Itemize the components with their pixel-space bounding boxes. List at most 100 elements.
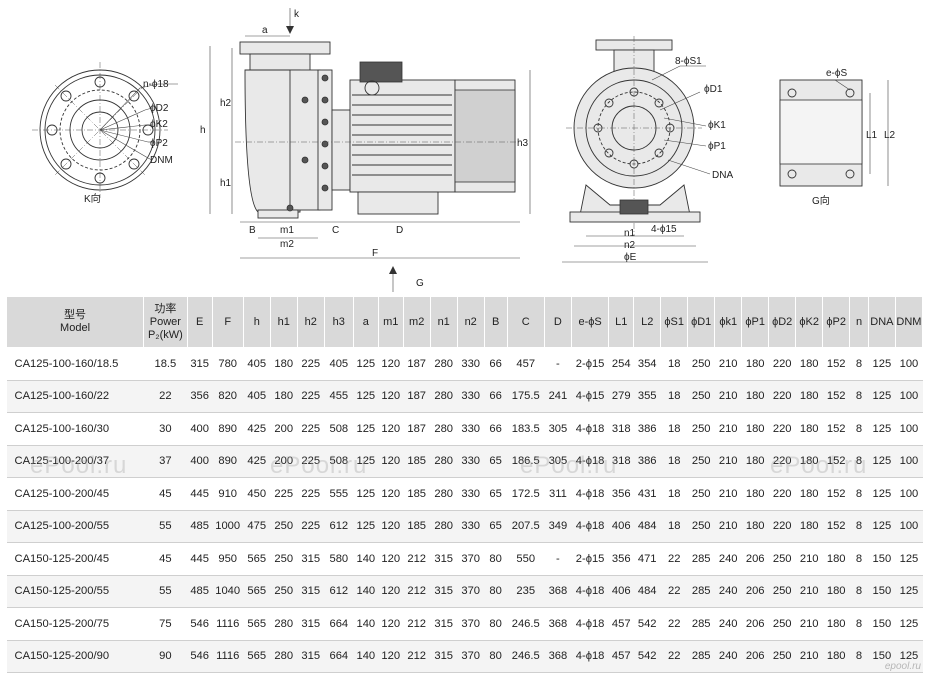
table-cell: 508 (324, 445, 354, 478)
label-phi-k1: ϕK1 (708, 120, 726, 131)
table-cell: 225 (270, 477, 298, 511)
table-cell: 425 (243, 412, 271, 446)
table-cell: 356 (608, 477, 634, 511)
table-cell: 664 (324, 640, 354, 673)
table-cell: 305 (544, 412, 572, 446)
table-cell: 890 (212, 412, 244, 446)
table-cell: 100 (895, 510, 923, 543)
table-cell: 120 (378, 347, 404, 381)
column-header: ϕP2 (822, 296, 851, 348)
table-cell: 140 (353, 640, 379, 673)
column-header-text: 功率 (154, 302, 177, 315)
table-cell: 354 (633, 347, 661, 381)
table-cell: 220 (768, 347, 796, 381)
table-cell: 220 (768, 380, 796, 413)
table-cell: 508 (324, 412, 354, 446)
column-header: E (186, 296, 213, 348)
table-cell: 280 (430, 412, 458, 446)
column-header-text: e-ϕS (578, 315, 602, 328)
table-cell: 1000 (212, 510, 244, 543)
table-cell: 250 (768, 542, 796, 576)
table-cell: 457 (608, 607, 634, 641)
label-dnm: DNM (150, 155, 173, 166)
table-cell: 22 (660, 575, 688, 608)
column-header: L1 (608, 296, 635, 348)
table-cell: 120 (378, 510, 404, 543)
table-cell: 910 (212, 477, 244, 511)
table-cell: 285 (687, 575, 715, 608)
column-header: n (849, 296, 869, 348)
table-cell: 125 (353, 445, 379, 478)
table-cell: 152 (822, 477, 850, 511)
table-cell: 75 (143, 607, 188, 641)
table-cell: 37 (143, 445, 188, 478)
table-cell: 22 (660, 542, 688, 576)
table-cell: 315 (430, 575, 458, 608)
table-cell: 125 (353, 412, 379, 446)
column-header-text: h1 (277, 315, 290, 328)
column-header: h (242, 296, 271, 348)
model-cell: CA125-100-200/37 (6, 445, 144, 478)
table-cell: 1116 (212, 640, 244, 673)
table-cell: 555 (324, 477, 354, 511)
label-m2: m2 (280, 239, 294, 250)
table-cell: 8 (849, 412, 869, 446)
table-cell: 4-ϕ18 (571, 477, 609, 511)
table-cell: 250 (687, 347, 715, 381)
table-cell: 406 (608, 510, 634, 543)
table-cell: 200 (270, 412, 298, 446)
table-cell: 455 (324, 380, 354, 413)
table-cell: 18.5 (143, 347, 188, 381)
table-cell: 185 (403, 477, 431, 511)
motor-fins (352, 94, 452, 176)
table-cell: 330 (457, 445, 485, 478)
column-header-text: a (362, 315, 369, 328)
table-cell: 100 (895, 347, 923, 381)
table-cell: 187 (403, 347, 431, 381)
column-header: C (506, 296, 545, 348)
table-cell: 18 (660, 510, 688, 543)
table-cell: 125 (868, 445, 896, 478)
side-view: k a h h2 h1 h3 B m1 C D m2 F G (200, 8, 531, 292)
table-cell: 280 (430, 445, 458, 478)
label-phi-p1: ϕP1 (708, 141, 726, 152)
table-cell: 183.5 (507, 412, 545, 446)
table-cell: 210 (714, 445, 742, 478)
table-cell: 140 (353, 575, 379, 608)
table-cell: 22 (143, 380, 188, 413)
table-cell: 280 (430, 380, 458, 413)
label-l1: L1 (866, 130, 878, 141)
table-cell: 210 (714, 412, 742, 446)
column-header: L2 (633, 296, 662, 348)
column-header: B (483, 296, 508, 348)
table-cell: 330 (457, 347, 485, 381)
table-cell: 565 (243, 640, 271, 673)
column-header: ϕK2 (795, 296, 824, 348)
table-cell: 285 (687, 640, 715, 673)
column-header: D (543, 296, 572, 348)
table-cell: 315 (297, 640, 325, 673)
table-cell: 125 (868, 510, 896, 543)
table-cell: 315 (187, 347, 213, 381)
table-cell: 125 (353, 380, 379, 413)
column-header: m2 (402, 296, 431, 348)
table-cell: 140 (353, 607, 379, 641)
table-cell: 100 (895, 412, 923, 446)
table-cell: 90 (143, 640, 188, 673)
table-cell: 4-ϕ15 (571, 380, 609, 413)
table-cell: 206 (741, 575, 769, 608)
table-cell: 172.5 (507, 477, 545, 511)
table-cell: 180 (741, 347, 769, 381)
table-cell: 18 (660, 477, 688, 511)
table-cell: 210 (795, 542, 823, 576)
column-header-text: n1 (437, 315, 450, 328)
column-header-text: ϕP1 (745, 315, 766, 328)
table-cell: 8 (849, 445, 869, 478)
table-cell: 100 (895, 445, 923, 478)
table-cell: 250 (687, 380, 715, 413)
column-header: e-ϕS (570, 296, 610, 348)
label-phi-d2: ϕD2 (150, 103, 169, 114)
